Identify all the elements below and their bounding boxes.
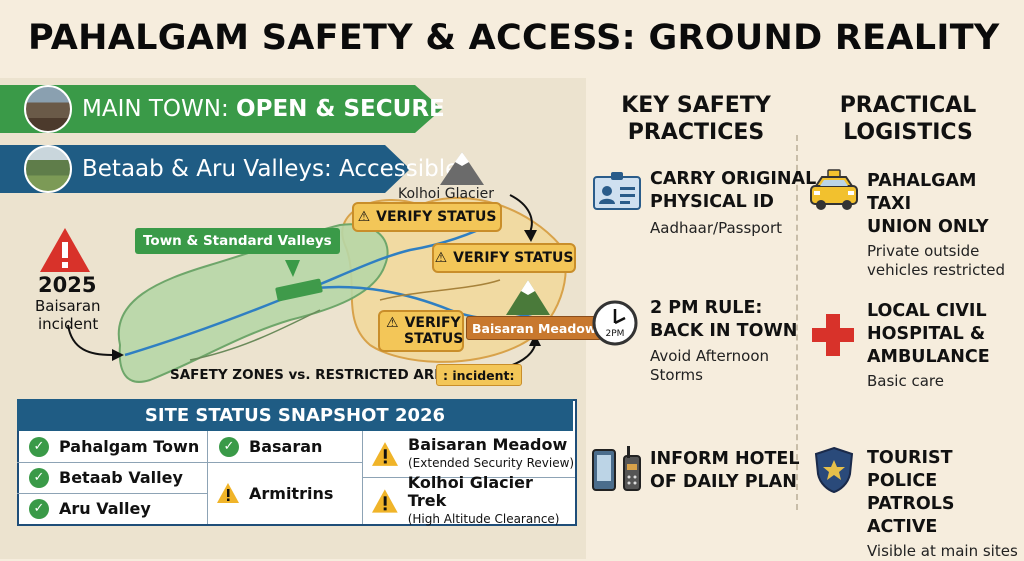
warning-icon: ⚠ bbox=[357, 209, 371, 225]
site-row-ok: ✓ Basaran bbox=[207, 431, 362, 462]
police-badge-icon bbox=[814, 446, 854, 494]
glacier-mountain-icon bbox=[440, 152, 484, 185]
main-town-photo bbox=[24, 85, 72, 133]
site-status-header: SITE STATUS SNAPSHOT 2026 bbox=[17, 399, 573, 431]
glacier-label: Kolhoi Glacier bbox=[398, 186, 494, 202]
safety-item-title-line1: 2 PM RULE: bbox=[650, 298, 763, 318]
site-name: Aru Valley bbox=[59, 499, 151, 518]
check-icon: ✓ bbox=[29, 436, 49, 457]
logistics-item-sub-line1: Private outside bbox=[867, 242, 980, 260]
logistics-item-title-line2: UNION ONLY bbox=[867, 217, 989, 237]
logistics-item-title-line2: HOSPITAL & bbox=[867, 324, 986, 344]
alert-incident: incident bbox=[38, 315, 99, 333]
incident-tag: : incident: bbox=[436, 364, 522, 386]
meadow-mountain-icon bbox=[506, 280, 550, 315]
logistics-item-title-line1: TOURIST POLICE bbox=[867, 448, 953, 491]
warning-icon bbox=[372, 488, 398, 513]
trail-line bbox=[189, 309, 321, 361]
safety-item-title-line2: BACK IN TOWN bbox=[650, 321, 798, 341]
check-icon: ✓ bbox=[29, 467, 49, 488]
logistics-heading-line2: LOGISTICS bbox=[843, 120, 973, 145]
logistics-item-title-line2: PATROLS ACTIVE bbox=[867, 494, 955, 537]
medical-cross-icon bbox=[812, 314, 854, 356]
site-name: Betaab Valley bbox=[59, 468, 183, 487]
clock-icon-label: 2PM bbox=[606, 329, 625, 339]
verify-status-line1: VERIFY bbox=[404, 315, 461, 331]
logistics-item-title-line3: AMBULANCE bbox=[867, 347, 990, 367]
trail-line bbox=[379, 279, 501, 301]
site-note: (Extended Security Review) bbox=[408, 456, 575, 470]
banner-main-town-bold: OPEN & SECURE bbox=[236, 96, 445, 122]
site-row-warning: Kolhoi Glacier Trek(High Altitude Cleara… bbox=[362, 472, 575, 526]
site-row-ok: ✓ Aru Valley bbox=[17, 493, 207, 524]
taxi-icon bbox=[810, 169, 858, 210]
logistics-item-taxi: PAHALGAM TAXI UNION ONLY Private outside… bbox=[867, 170, 1024, 280]
verify-status-badge-trail: ⚠ VERIFY STATUS bbox=[432, 243, 576, 273]
site-name: Baisaran Meadow bbox=[408, 435, 568, 454]
safety-heading: KEY SAFETY PRACTICES bbox=[596, 92, 796, 146]
logistics-item-title-line1: LOCAL CIVIL bbox=[867, 301, 987, 321]
id-card-icon bbox=[593, 172, 641, 210]
site-name: Pahalgam Town bbox=[59, 437, 200, 456]
verify-status-badge-meadow: ⚠ VERIFY STATUS bbox=[378, 310, 464, 352]
site-status-grid: ✓ Pahalgam Town ✓ Betaab Valley ✓ Aru Valle… bbox=[17, 431, 575, 526]
safety-heading-line2: PRACTICES bbox=[627, 120, 765, 145]
logistics-item-hospital: LOCAL CIVIL HOSPITAL & AMBULANCE Basic c… bbox=[867, 300, 990, 391]
safety-item-title-line2: OF DAILY PLAN bbox=[650, 472, 797, 492]
site-name: Basaran bbox=[249, 437, 323, 456]
check-icon: ✓ bbox=[219, 436, 239, 457]
safety-item-sub-line2: Storms bbox=[650, 366, 703, 384]
logistics-item-police: TOURIST POLICE PATROLS ACTIVE Visible at… bbox=[867, 447, 1024, 561]
logistics-heading-line1: PRACTICAL bbox=[839, 93, 977, 118]
site-name: Kolhoi Glacier Trek bbox=[407, 472, 533, 510]
logistics-item-sub-line2: vehicles restricted bbox=[867, 261, 1005, 279]
warning-icon: ⚠ bbox=[434, 250, 448, 266]
check-icon: ✓ bbox=[29, 498, 49, 519]
safety-item-id: CARRY ORIGINAL PHYSICAL ID Aadhaar/Passp… bbox=[650, 168, 816, 238]
safety-item-sub: Aadhaar/Passport bbox=[650, 219, 783, 237]
river-line bbox=[124, 218, 501, 357]
safety-item-2pm: 2 PM RULE: BACK IN TOWN Avoid Afternoon … bbox=[650, 297, 797, 385]
verify-status-label: VERIFY STATUS bbox=[453, 250, 574, 266]
alert-place: Baisaran bbox=[35, 297, 101, 315]
meadow-label: Baisaran Meadow bbox=[466, 316, 603, 340]
site-row-warning: Baisaran Meadow (Extended Security Review… bbox=[362, 431, 575, 477]
verify-status-label: VERIFY STATUS bbox=[376, 209, 497, 225]
warning-icon bbox=[372, 442, 398, 466]
verify-status-line2: STATUS bbox=[404, 331, 464, 347]
column-divider bbox=[796, 135, 798, 510]
page-title: PAHALGAM SAFETY & ACCESS: GROUND REALITY bbox=[28, 18, 1000, 58]
warning-icon bbox=[217, 483, 239, 503]
valleys-banner: Betaab & Aru Valleys: Accessible bbox=[0, 145, 459, 193]
zone-label: Town & Standard Valleys bbox=[135, 228, 340, 254]
clock-icon: 2PM bbox=[592, 300, 638, 346]
valleys-photo bbox=[24, 145, 72, 193]
alert-year: 2025 bbox=[38, 273, 97, 297]
safety-heading-line1: KEY SAFETY bbox=[621, 93, 771, 118]
site-note: (High Altitude Clearance) bbox=[407, 511, 560, 526]
main-town-banner: MAIN TOWN: OPEN & SECURE bbox=[0, 85, 445, 133]
safety-item-title-line2: PHYSICAL ID bbox=[650, 192, 774, 212]
safety-item-hotel: INFORM HOTEL OF DAILY PLAN bbox=[650, 448, 800, 494]
site-row-warning: Armitrins bbox=[207, 462, 362, 524]
logistics-item-sub: Visible at main sites bbox=[867, 542, 1018, 560]
safety-item-title-line1: INFORM HOTEL bbox=[650, 449, 800, 469]
phone-radio-icon bbox=[592, 446, 641, 491]
logistics-item-title-line1: PAHALGAM TAXI bbox=[867, 171, 977, 214]
town-marker bbox=[275, 278, 323, 302]
site-row-ok: ✓ Betaab Valley bbox=[17, 462, 207, 493]
logistics-heading: PRACTICAL LOGISTICS bbox=[808, 92, 1008, 146]
warning-icon: ⚠ bbox=[386, 315, 399, 331]
site-row-ok: ✓ Pahalgam Town bbox=[17, 431, 207, 462]
banner-valleys-label: Betaab & Aru Valleys: Accessible bbox=[82, 156, 460, 182]
alert-triangle-icon bbox=[40, 228, 90, 272]
safety-item-sub-line1: Avoid Afternoon bbox=[650, 347, 770, 365]
site-name: Armitrins bbox=[249, 483, 334, 503]
safety-item-title-line1: CARRY ORIGINAL bbox=[650, 169, 817, 189]
safe-zone bbox=[117, 223, 389, 383]
logistics-item-sub: Basic care bbox=[867, 372, 944, 390]
banner-main-town-plain: MAIN TOWN: bbox=[82, 96, 237, 122]
verify-status-badge-glacier: ⚠ VERIFY STATUS bbox=[352, 202, 502, 232]
zones-caption: SAFETY ZONES vs. RESTRICTED AREAS bbox=[170, 367, 464, 383]
